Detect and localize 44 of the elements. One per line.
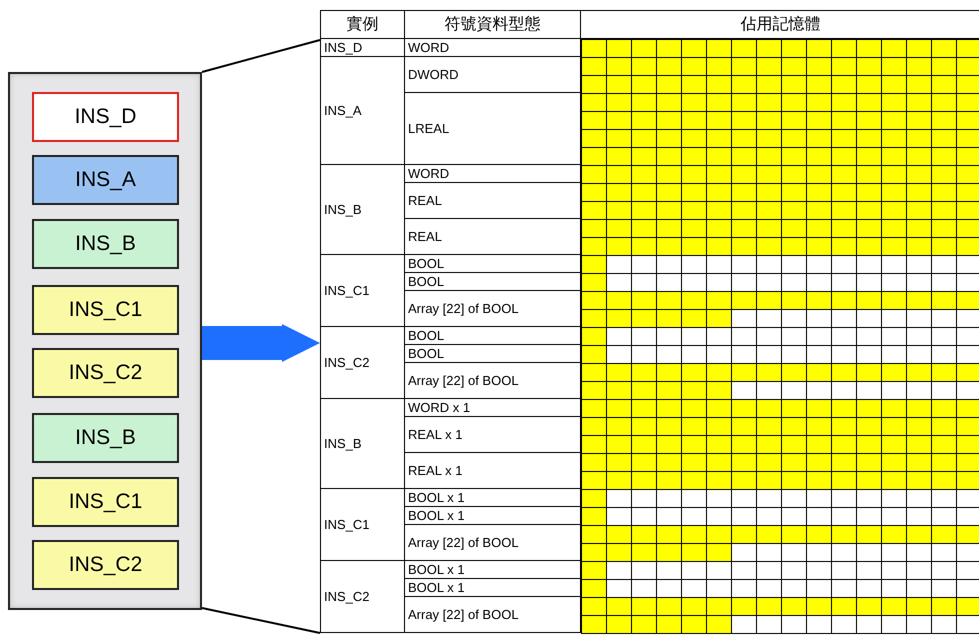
data-type: LREAL [405,93,581,165]
column-header: 符號資料型態 [405,11,581,39]
data-type: Array [22] of BOOL [405,597,581,633]
data-type: BOOL x 1 [405,507,581,525]
data-type: Array [22] of BOOL [405,291,581,327]
data-type: BOOL [405,345,581,363]
data-type: REAL x 1 [405,453,581,489]
instance-box: INS_C2 [32,540,179,590]
memory-table [320,10,979,633]
instance-box: INS_D [32,92,179,142]
zoom-line [202,607,320,634]
instance-name: INS_D [321,39,405,57]
instance-panel [8,72,202,610]
instance-name: INS_C2 [321,561,405,633]
instance-name: INS_A [321,57,405,165]
data-type: BOOL x 1 [405,489,581,507]
instance-name: INS_B [321,165,405,255]
instance-box: INS_C2 [32,348,179,398]
data-type: BOOL [405,327,581,345]
data-type: WORD [405,165,581,183]
column-header: 實例 [321,11,405,39]
instance-name: INS_C1 [321,255,405,327]
zoom-line [202,39,320,73]
data-type: REAL [405,219,581,255]
instance-box: INS_C1 [32,477,179,527]
instance-box: INS_C1 [32,285,179,335]
data-type: WORD [405,39,581,57]
data-type: BOOL x 1 [405,561,581,579]
instance-box: INS_A [32,155,179,205]
instance-name: INS_C1 [321,489,405,561]
instance-name: INS_C2 [321,327,405,399]
instance-box: INS_B [32,413,179,463]
instance-name: INS_B [321,399,405,489]
data-type: BOOL [405,255,581,273]
data-type: BOOL x 1 [405,579,581,597]
data-type: Array [22] of BOOL [405,363,581,399]
instance-box: INS_B [32,219,179,269]
block-arrow [202,324,320,362]
data-type: Array [22] of BOOL [405,525,581,561]
data-type: BOOL [405,273,581,291]
data-type: REAL [405,183,581,219]
data-type: DWORD [405,57,581,93]
data-type: WORD x 1 [405,399,581,417]
data-type: REAL x 1 [405,417,581,453]
